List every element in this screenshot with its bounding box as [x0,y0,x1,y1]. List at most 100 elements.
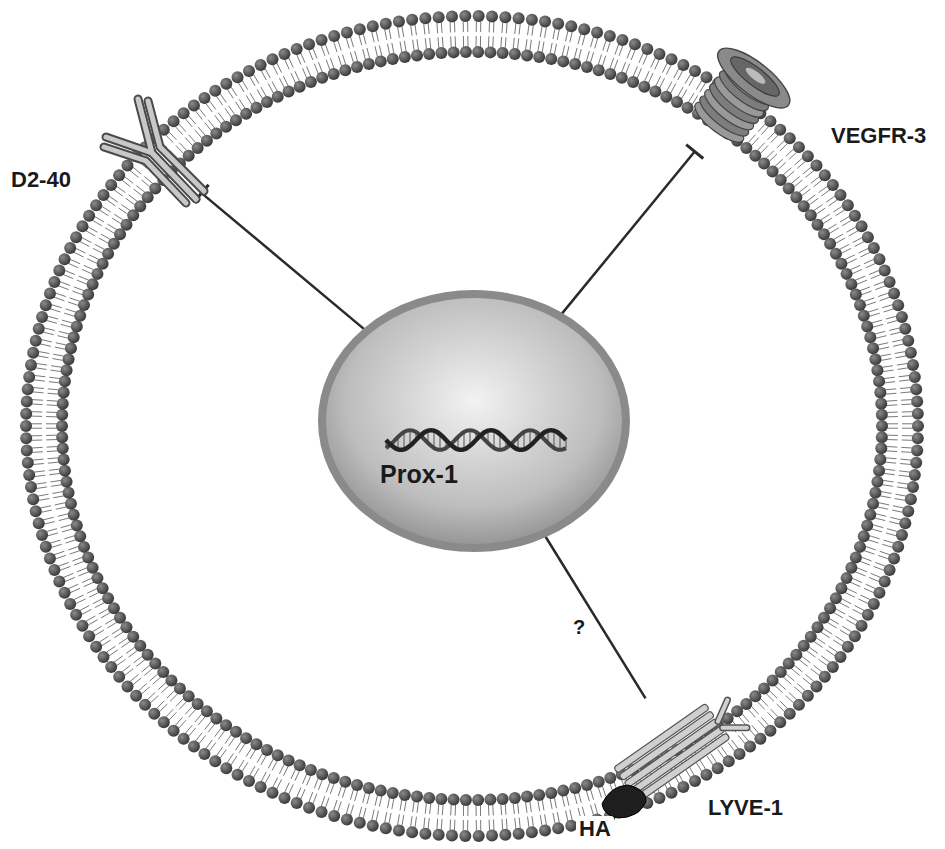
lipid-tail [864,551,874,555]
lipid-head [178,107,190,119]
lipid-tail [31,439,42,440]
antibody-shape [104,99,204,203]
lipid-head [802,150,814,162]
lipid-tail [846,620,856,625]
lipid-head [744,741,756,753]
lipid-tail [738,735,745,744]
lipid-tail [150,696,158,703]
lipid-tail [121,641,130,647]
lipid-tail [46,435,57,436]
lipid-tail [400,800,402,811]
lipid-head [198,92,210,104]
lipid-tail [66,309,77,312]
lipid-head [303,38,315,50]
lipid-tail [86,616,96,621]
inhibition-line [202,193,366,330]
lipid-tail [602,786,605,796]
lipid-tail [875,518,886,521]
lipid-tail [780,701,788,709]
lipid-tail [136,660,145,667]
lipid-tail [424,818,425,829]
lipid-tail [80,241,90,246]
lipid-tail [38,494,49,496]
lipid-tail [615,44,619,54]
lipid-tail [515,818,516,829]
lipid-head [873,375,885,387]
lipid-tail [886,316,897,319]
lipid-head [21,395,33,407]
lipid-tail [40,506,51,508]
lipid-tail [845,255,855,260]
lipid-tail [505,804,507,815]
lipid-tail [189,116,196,124]
lipid-head [871,364,883,376]
lipid-head [912,420,924,432]
lipid-tail [545,814,547,825]
lipid-tail [757,701,765,709]
lipid-tail [880,496,891,498]
lipid-tail [283,766,288,776]
lipid-tail [819,659,828,665]
lipid-tail [900,459,911,461]
lipid-head [810,160,822,172]
lipid-tail [411,25,412,36]
lipid-head [552,822,564,834]
lipid-tail [823,218,832,224]
lipid-tail [189,709,196,717]
lipid-tail [761,717,768,725]
lipid-head [723,755,735,767]
lipid-tail [869,536,880,539]
lipid-tail [126,199,135,205]
lipid-tail [105,619,114,625]
lipid-head [261,96,273,108]
lipid-head [754,733,766,745]
lipid-head [459,830,471,842]
lipid-tail [242,80,248,89]
lipid-tail [216,747,222,756]
lipid-head [48,276,60,288]
lipid-tail [238,83,244,92]
lipid-tail [346,804,349,815]
lipid-tail [493,22,494,33]
lipid-tail [869,270,879,274]
lipid-tail [902,416,913,417]
lipid-tail [882,544,893,547]
lipid-head [864,509,876,521]
lipid-head [56,420,68,432]
lipid-tail [208,724,215,733]
lipid-tail [696,762,702,771]
lipid-tail [92,626,101,632]
lipid-tail [532,25,533,36]
node-outline [318,290,630,552]
lipid-head [841,268,853,280]
lipid-head [316,768,328,780]
lipid-tails [31,21,913,831]
lipid-head [339,64,351,76]
lipid-tail [678,87,684,97]
lipid-tail [769,690,777,698]
lipid-tail [791,177,799,184]
lipid-tail [769,154,777,162]
lipid-head [604,68,616,80]
vegfr3-receptor: VEGFR-3 [688,45,790,150]
lipid-tail [99,238,109,243]
lipid-head [604,30,616,42]
lipid-tail [902,428,913,429]
lipid-tail [884,473,895,474]
lipid-tail [467,21,468,32]
lipid-tail [53,354,64,356]
lipid-head [44,287,56,299]
lipid-tail [884,309,895,312]
lipid-tail [566,811,568,822]
lipid-tail [48,457,59,459]
lipid-head [911,445,923,457]
lipid-tail [36,363,47,365]
lipid-tail [836,238,846,243]
lipid-head [873,253,885,265]
lipid-head [565,20,577,32]
lipid-tail [748,135,755,143]
lipid-tail [794,158,802,165]
lipid-tail [72,557,82,561]
lipid-tail [884,540,895,543]
lipid-head [57,442,69,454]
